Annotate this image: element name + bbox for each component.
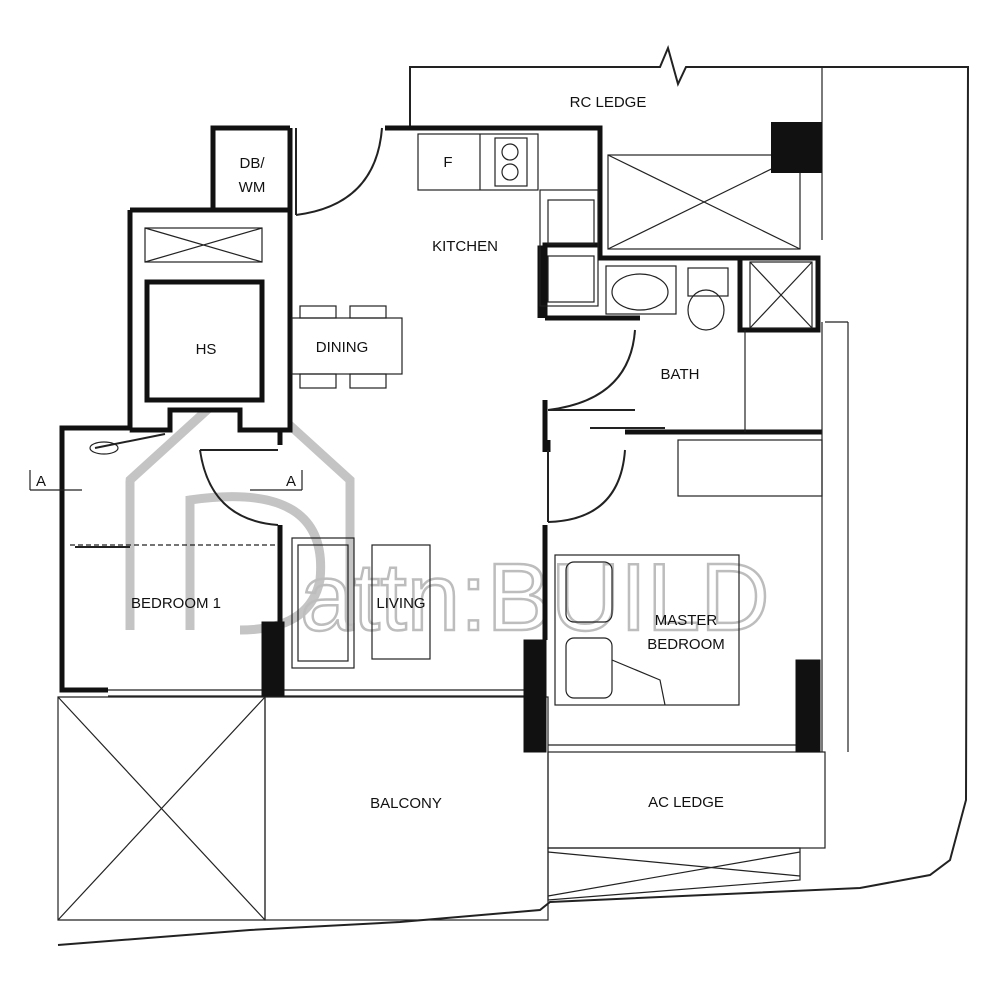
- label-rc-ledge: RC LEDGE: [570, 94, 647, 111]
- label-ac-ledge: AC LEDGE: [648, 794, 724, 811]
- section-marker-left: A: [36, 473, 46, 490]
- section-line: [29, 470, 303, 491]
- label-dining: DINING: [316, 339, 369, 356]
- label-master-line2: BEDROOM: [647, 636, 725, 653]
- kitchen-fixtures: [417, 133, 599, 307]
- label-db: DB/: [239, 155, 265, 172]
- label-kitchen: KITCHEN: [432, 238, 498, 255]
- dining-set: [291, 305, 403, 389]
- watermark-logo: attn:BUILD: [125, 373, 771, 652]
- doors: [89, 127, 665, 526]
- balcony-outline: [57, 696, 826, 921]
- label-master-line1: MASTER: [655, 612, 718, 629]
- label-wm: WM: [239, 179, 266, 196]
- section-marker-right: A: [286, 473, 296, 490]
- structural-column: [261, 621, 285, 697]
- label-bath: BATH: [661, 366, 700, 383]
- label-fridge: F: [443, 154, 452, 171]
- living-furniture: [291, 537, 431, 669]
- label-hs: HS: [196, 341, 217, 358]
- interior-lines: [70, 122, 849, 752]
- watermark-text: attn:BUILD: [300, 544, 770, 651]
- label-balcony: BALCONY: [370, 795, 442, 812]
- label-living: LIVING: [376, 595, 425, 612]
- master-bed: [523, 554, 821, 753]
- bath-fixtures: [605, 265, 729, 331]
- label-bedroom1: BEDROOM 1: [131, 595, 221, 612]
